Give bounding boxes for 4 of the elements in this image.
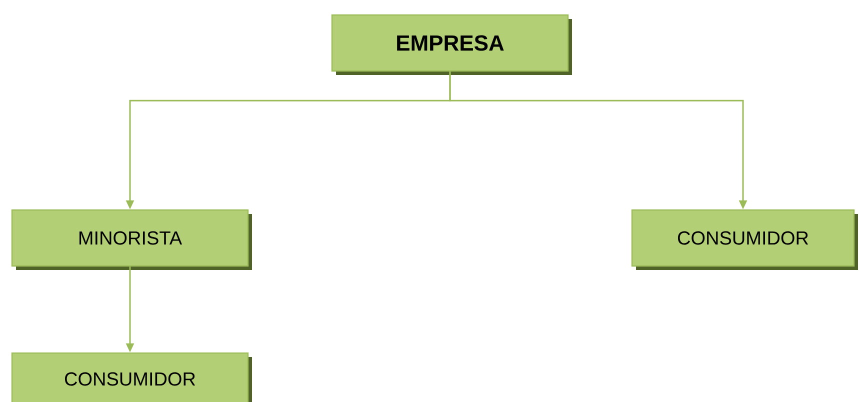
process-box: MINORISTA [11, 209, 252, 270]
process-box: EMPRESA [331, 14, 572, 75]
process-box: CONSUMIDOR [11, 352, 252, 402]
process-box: CONSUMIDOR [631, 209, 858, 270]
